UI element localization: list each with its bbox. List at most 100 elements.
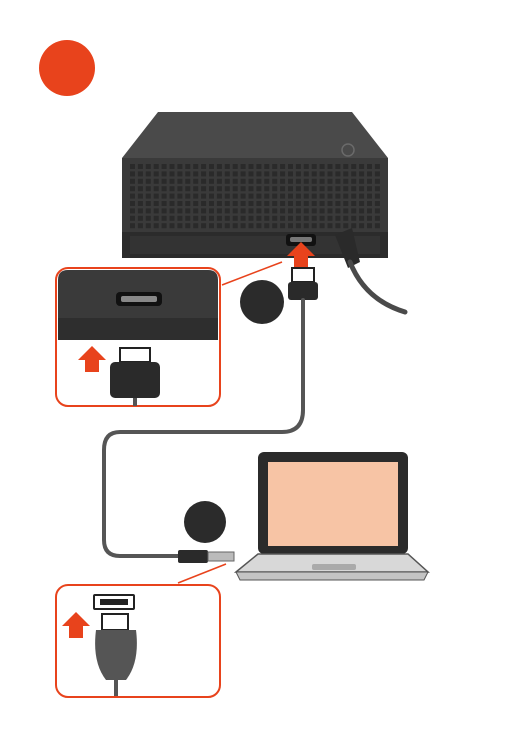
vent-hole — [249, 194, 254, 199]
vent-hole — [351, 216, 356, 221]
vent-hole — [312, 171, 317, 176]
vent-hole — [217, 194, 222, 199]
vent-hole — [154, 171, 159, 176]
vent-hole — [193, 179, 198, 184]
vent-hole — [130, 223, 135, 228]
vent-hole — [264, 201, 269, 206]
vent-hole — [138, 194, 143, 199]
vent-hole — [225, 171, 230, 176]
vent-hole — [328, 201, 333, 206]
step-3-badge — [184, 501, 226, 543]
callout-drive-port — [56, 268, 220, 406]
vent-hole — [256, 171, 261, 176]
vent-hole — [335, 201, 340, 206]
vent-hole — [185, 201, 190, 206]
vent-hole — [264, 216, 269, 221]
vent-hole — [296, 201, 301, 206]
vent-hole — [233, 223, 238, 228]
vent-hole — [233, 208, 238, 213]
vent-hole — [312, 164, 317, 169]
vent-hole — [312, 223, 317, 228]
vent-hole — [335, 164, 340, 169]
vent-hole — [320, 171, 325, 176]
vent-hole — [201, 171, 206, 176]
vent-hole — [201, 223, 206, 228]
vent-hole — [233, 171, 238, 176]
vent-hole — [154, 194, 159, 199]
vent-hole — [359, 201, 364, 206]
vent-hole — [138, 208, 143, 213]
vent-hole — [312, 208, 317, 213]
vent-hole — [146, 171, 151, 176]
usb-a-plug-icon — [178, 550, 234, 563]
vent-hole — [320, 201, 325, 206]
vent-hole — [359, 223, 364, 228]
vent-hole — [233, 194, 238, 199]
step-1-badge — [39, 40, 95, 96]
vent-hole — [201, 208, 206, 213]
vent-hole — [272, 208, 277, 213]
vent-hole — [209, 194, 214, 199]
vent-hole — [304, 194, 309, 199]
vent-hole — [170, 194, 175, 199]
vent-hole — [351, 201, 356, 206]
vent-hole — [209, 208, 214, 213]
vent-hole — [343, 223, 348, 228]
vent-hole — [177, 223, 182, 228]
laptop-screen — [268, 462, 398, 546]
vent-hole — [249, 201, 254, 206]
vent-hole — [241, 179, 246, 184]
vent-hole — [209, 201, 214, 206]
vent-hole — [343, 179, 348, 184]
vent-hole — [162, 171, 167, 176]
vent-hole — [359, 171, 364, 176]
vent-hole — [304, 179, 309, 184]
vent-hole — [272, 201, 277, 206]
vent-hole — [170, 201, 175, 206]
vent-hole — [225, 208, 230, 213]
vent-hole — [249, 171, 254, 176]
vent-hole — [217, 216, 222, 221]
vent-hole — [256, 194, 261, 199]
vent-hole — [375, 223, 380, 228]
vent-hole — [304, 201, 309, 206]
vent-hole — [367, 223, 372, 228]
vent-hole — [138, 164, 143, 169]
vent-hole — [367, 179, 372, 184]
vent-hole — [170, 186, 175, 191]
step-2-badge — [240, 280, 284, 324]
vent-hole — [280, 223, 285, 228]
vent-hole — [320, 186, 325, 191]
vent-hole — [264, 179, 269, 184]
vent-hole — [288, 179, 293, 184]
vent-hole — [320, 179, 325, 184]
vent-hole — [335, 186, 340, 191]
vent-hole — [272, 223, 277, 228]
vent-hole — [296, 164, 301, 169]
vent-hole — [328, 164, 333, 169]
vent-hole — [328, 194, 333, 199]
vent-hole — [335, 194, 340, 199]
vent-hole — [146, 216, 151, 221]
callout-leader-2 — [178, 564, 226, 583]
vent-hole — [249, 164, 254, 169]
vent-hole — [201, 194, 206, 199]
vent-hole — [375, 186, 380, 191]
vent-hole — [272, 179, 277, 184]
vent-hole — [130, 179, 135, 184]
vent-hole — [304, 223, 309, 228]
vent-hole — [335, 179, 340, 184]
vent-hole — [177, 208, 182, 213]
vent-hole — [177, 171, 182, 176]
vent-hole — [201, 179, 206, 184]
vent-hole — [264, 171, 269, 176]
vent-hole — [130, 194, 135, 199]
vent-hole — [138, 179, 143, 184]
vent-hole — [146, 223, 151, 228]
vent-hole — [162, 179, 167, 184]
vent-hole — [320, 164, 325, 169]
vent-hole — [162, 201, 167, 206]
vent-hole — [296, 171, 301, 176]
vent-hole — [193, 223, 198, 228]
vent-hole — [146, 208, 151, 213]
